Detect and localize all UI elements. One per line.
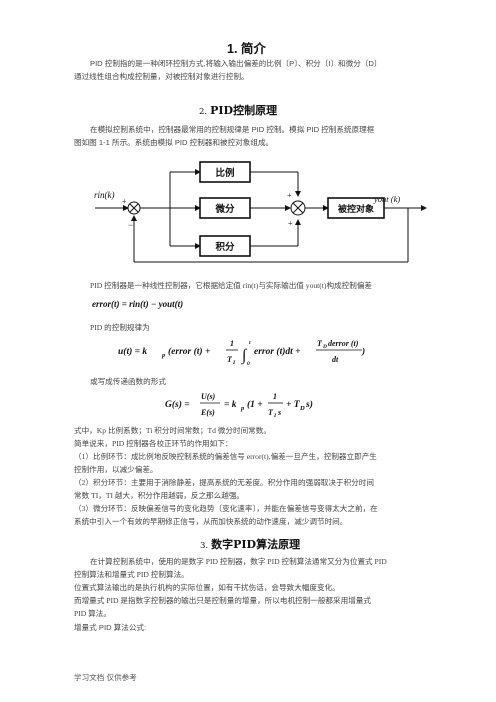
section-3-title-text: 数字PID算法原理 — [211, 538, 301, 551]
incremental-formula-label: 增量式 PID 算法公式: — [74, 623, 147, 632]
text-line: PID 控制指的是一种闭环控制方式,将输入输出偏差的比例〔P〕、积分〔I〕和微分… — [90, 59, 382, 68]
section-2-title-text: PID控制原理 — [210, 104, 278, 117]
text-line: 而增量式 PID 是指数字控制器的输出只是控制量的增量，所以电机控制一般都采用增… — [74, 596, 371, 605]
sign-plus: + — [288, 219, 293, 228]
eq-sub: p — [161, 352, 166, 359]
transfer-function-label: 或写成传递函数的形式 — [90, 377, 166, 386]
eq-num: 1 — [230, 339, 234, 348]
text-line: 控制作用，以减少偏差。 — [74, 465, 158, 474]
eq-text: = k — [224, 400, 237, 410]
transfer-function-equation: G(s) = U(s) E(s) = k p (1 + 1 T I s + T … — [165, 392, 313, 419]
text-line: 简单说来，PID 控制器各校正环节的作用如下： — [74, 439, 233, 448]
eq-num: T — [317, 339, 323, 348]
text-line: 在模拟控制系统中，控制器最常用的控制规律是 PID 控制。模拟 PID 控制系统… — [90, 125, 375, 134]
text-line: 系统中引入一个有效的早期修正信号，从而加快系统的动作速度，减少调节时间。 — [74, 517, 348, 526]
sign-plus: + — [287, 191, 292, 200]
section-3-title: 3.数字PID算法原理 — [200, 536, 300, 552]
section-3-paragraph: 在计算控制系统中，使用的是数字 PID 控制器，数字 PID 控制算法通常又分为… — [74, 555, 387, 620]
eq-lhs: G(s) = — [165, 399, 190, 410]
section-3-number: 3. — [200, 541, 209, 551]
eq-sub: p — [240, 405, 245, 412]
eq-text: (1 + — [247, 399, 263, 410]
text-line: （3）微分环节：反映偏差信号的变化趋势〔变化速率〕，并能在偏差信号变得太大之前，… — [74, 504, 378, 513]
section-1-paragraph: PID 控制指的是一种闭环控制方式,将输入输出偏差的比例〔P〕、积分〔I〕和微分… — [74, 57, 382, 83]
eq-sub: I — [232, 360, 236, 366]
eq-text: error (t)dt + — [254, 346, 301, 357]
section-2-intro: 在模拟控制系统中，控制器最常用的控制规律是 PID 控制。模拟 PID 控制系统… — [74, 123, 374, 149]
block-plant-label: 被控对象 — [338, 203, 374, 215]
block-derivative-label: 微分 — [214, 203, 235, 215]
block-proportional-label: 比例 — [215, 167, 234, 179]
eq-sub: I — [273, 413, 277, 419]
eq-den: T — [268, 408, 274, 417]
text-line: 控制算法和增量式 PID 控制算法。 — [74, 570, 189, 579]
eq-upper: t — [249, 340, 251, 346]
controller-description: PID 控制器是一种线性控制器，它根据给定值 rin(t)与实际输出值 yout… — [90, 281, 373, 290]
integral-sign: ∫ — [241, 347, 248, 365]
sign-minus: − — [128, 220, 133, 230]
parameters-and-roles: 式中，Kp 比例系数；Ti 积分时间常数；Td 微分时间常数。 简单说来，PID… — [74, 424, 378, 528]
error-equation: error(t) = rin(t) − yout(t) — [92, 299, 184, 309]
sign-plus: + — [122, 197, 127, 206]
eq-text: ) — [361, 346, 365, 357]
text-line: 在计算控制系统中，使用的是数字 PID 控制器，数字 PID 控制算法通常又分为… — [90, 557, 387, 566]
text-line: 位置式算法输出的是执行机构的实际位置，如有干扰伤话，会导致大幅度变化。 — [74, 583, 340, 592]
eq-num: 1 — [273, 392, 277, 401]
eq-num: U(s) — [201, 392, 216, 401]
section-2-number: 2. — [199, 107, 208, 117]
control-law-label: PID 的控制规律为 — [90, 323, 150, 332]
eq-text: + T — [286, 400, 301, 410]
eq-den: s — [277, 408, 281, 417]
eq-lower: 0 — [247, 361, 250, 367]
eq-den: T — [227, 355, 233, 364]
section-2-title: 2.PID控制原理 — [199, 102, 277, 118]
text-line: （2）积分环节：主要用于消除静差，提高系统的无差度。积分作用的强弱取决于积分时间 — [74, 478, 374, 487]
text-line: 图如图 1-1 所示。系统由模拟 PID 控制器和被控对象组成。 — [74, 138, 274, 147]
text-line: 常数 TI，TI 越大，积分作用越弱，反之那么越强。 — [74, 491, 245, 500]
eq-num: derror (t) — [328, 339, 359, 348]
eq-den: dt — [332, 355, 339, 364]
eq-text: s) — [305, 399, 313, 410]
text-line: （1）比例环节：成比例地反映控制系统的偏差信号 error(t),偏差一旦产生，… — [74, 452, 377, 461]
text-line: PID 算法。 — [74, 609, 111, 618]
eq-den: E(s) — [200, 408, 215, 417]
eq-lhs: u(t) = k — [118, 346, 147, 357]
section-1-title: 1. 简介 — [227, 42, 266, 56]
page-footer: 学习文档 仅供参考 — [74, 673, 137, 682]
eq-sub: D — [299, 405, 305, 412]
control-law-equation: u(t) = k p (error (t) + 1 T I ∫ t 0 erro… — [118, 339, 365, 367]
pid-block-diagram: rin(k) yout (k) 比例 微分 积分 被控对象 + − + + — [94, 161, 427, 263]
block-integral-label: 积分 — [215, 241, 235, 253]
eq-text: (error (t) + — [168, 346, 210, 357]
text-line: 通过线性组合构成控制量，对被控制对象进行控制。 — [74, 72, 249, 81]
eq-sub: D — [322, 344, 327, 350]
diagram-input-label: rin(k) — [94, 190, 115, 200]
diagram-output-label: yout (k) — [373, 194, 400, 204]
text-line: 式中，Kp 比例系数；Ti 积分时间常数；Td 微分时间常数。 — [74, 426, 271, 435]
